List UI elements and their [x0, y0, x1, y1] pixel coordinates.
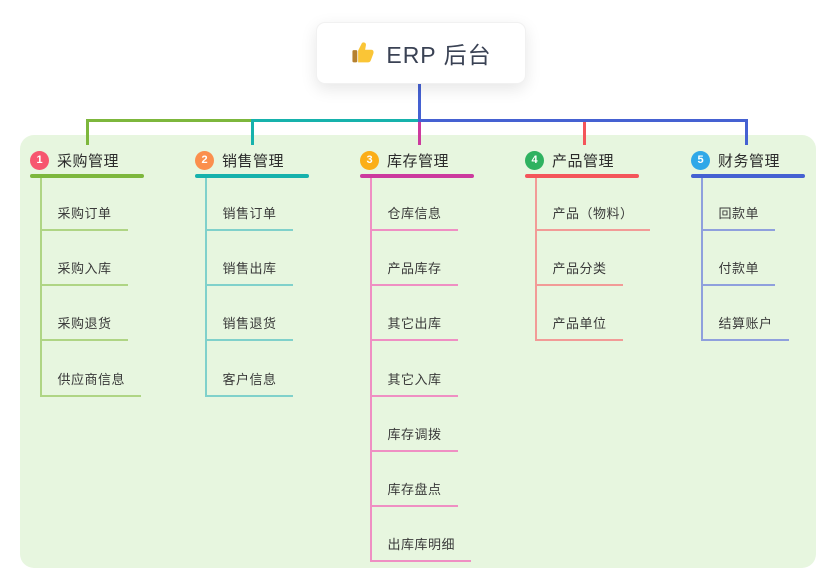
child-label: 产品单位 — [552, 316, 607, 332]
branch-underline — [30, 174, 144, 178]
child-item: 库存调拨 — [369, 422, 458, 452]
child-label: 库存调拨 — [387, 426, 442, 442]
child-label: 采购订单 — [57, 206, 112, 221]
child-label: 采购入库 — [57, 261, 112, 277]
child-label: 采购退货 — [57, 316, 112, 332]
child-label: 销售退货 — [222, 316, 277, 332]
branch-title: 采购管理 — [57, 152, 120, 170]
child-label: 客户信息 — [222, 371, 277, 387]
branches-panel — [20, 135, 816, 568]
child-label: 库存盘点 — [387, 482, 442, 497]
branch-number-badge: 5 — [691, 150, 710, 170]
child-label: 付款单 — [718, 261, 760, 277]
branch-label: 5 财务管理 — [691, 149, 780, 171]
branch-title: 库存管理 — [387, 152, 450, 170]
root-node: ERP 后台 — [316, 22, 526, 84]
child-label: 产品（物料） — [552, 206, 634, 221]
branch-label: 2 销售管理 — [195, 149, 284, 171]
child-item: 产品库存 — [369, 256, 458, 287]
child-item: 供应商信息 — [39, 367, 142, 397]
branch-underline — [195, 174, 309, 178]
branch-spine — [369, 178, 372, 563]
child-label: 销售订单 — [222, 206, 277, 221]
branch-label: 3 库存管理 — [360, 149, 449, 171]
child-item: 采购入库 — [39, 256, 128, 287]
child-item: 产品分类 — [534, 256, 623, 287]
branch-underline — [525, 174, 639, 178]
child-item: 其它出库 — [369, 311, 458, 342]
child-item: 库存盘点 — [369, 477, 458, 507]
child-item: 回款单 — [700, 201, 776, 231]
branch-title: 销售管理 — [222, 152, 285, 170]
branch-label: 1 采购管理 — [30, 149, 119, 171]
child-item: 产品单位 — [534, 311, 623, 342]
child-label: 供应商信息 — [57, 371, 126, 387]
root-label: ERP 后台 — [386, 42, 492, 68]
child-label: 结算账户 — [718, 316, 773, 332]
branch-number-badge: 3 — [360, 150, 379, 170]
child-item: 采购订单 — [39, 201, 128, 231]
branch-underline — [360, 174, 474, 178]
child-label: 回款单 — [718, 206, 760, 221]
child-label: 仓库信息 — [387, 206, 442, 221]
child-item: 客户信息 — [204, 367, 293, 397]
child-item: 其它入库 — [369, 367, 458, 397]
child-label: 销售出库 — [222, 261, 277, 277]
child-item: 付款单 — [700, 256, 776, 287]
branch-title: 财务管理 — [718, 152, 781, 170]
child-item: 采购退货 — [39, 311, 128, 342]
branch-spine — [700, 178, 703, 342]
branch-number-badge: 2 — [195, 150, 214, 170]
branch-number-badge: 1 — [30, 150, 49, 170]
child-label: 产品库存 — [387, 261, 442, 277]
branch-number-badge: 4 — [525, 150, 544, 170]
child-item: 销售出库 — [204, 256, 293, 287]
branch-spine — [534, 178, 537, 342]
child-item: 销售退货 — [204, 311, 293, 342]
child-label: 出库库明细 — [387, 537, 456, 553]
child-item: 结算账户 — [700, 311, 789, 342]
child-item: 出库库明细 — [369, 532, 472, 563]
branch-spine — [39, 178, 42, 397]
child-label: 产品分类 — [552, 261, 607, 277]
branch-label: 4 产品管理 — [525, 149, 614, 171]
child-item: 销售订单 — [204, 201, 293, 231]
branch-underline — [691, 174, 805, 178]
thumbs-up-icon — [350, 40, 376, 66]
branch-title: 产品管理 — [552, 152, 615, 170]
child-item: 仓库信息 — [369, 201, 458, 231]
branch-spine — [204, 178, 207, 397]
child-item: 产品（物料） — [534, 201, 650, 231]
child-label: 其它出库 — [387, 316, 442, 332]
child-label: 其它入库 — [387, 371, 442, 387]
